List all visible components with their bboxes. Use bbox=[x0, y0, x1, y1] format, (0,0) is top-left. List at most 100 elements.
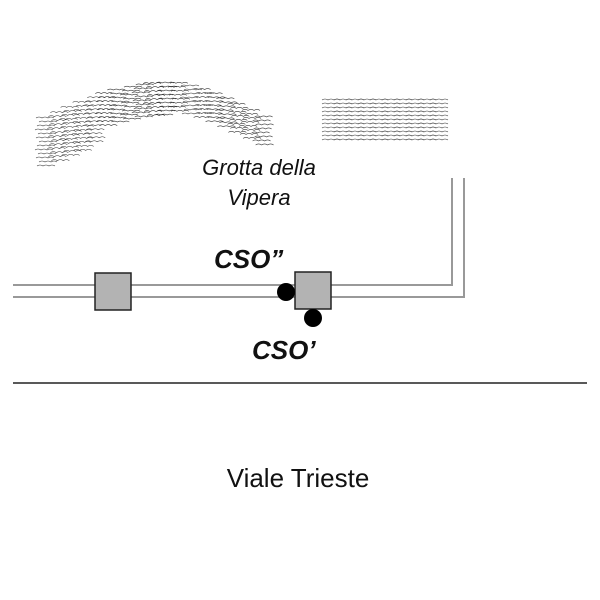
hatch-stroke bbox=[429, 134, 449, 137]
hatch-stroke bbox=[216, 117, 235, 120]
hatch-stroke bbox=[49, 143, 68, 145]
hatch-stroke bbox=[107, 108, 126, 111]
hatch-stroke bbox=[218, 113, 237, 116]
hatch-stroke bbox=[154, 113, 174, 116]
hatch-stroke bbox=[155, 101, 175, 104]
hatch-stroke bbox=[48, 135, 67, 137]
hatch-stroke bbox=[240, 121, 260, 123]
chamber-left bbox=[94, 272, 132, 311]
hatch-stroke bbox=[181, 92, 201, 95]
hatch-stroke bbox=[71, 133, 90, 135]
pipe-lower-line bbox=[13, 178, 465, 298]
hatch-stroke bbox=[206, 108, 225, 111]
hatch-stroke bbox=[50, 151, 69, 153]
hatch-stroke bbox=[83, 104, 102, 107]
hatch-stroke bbox=[429, 114, 449, 117]
cave-label-line1: Grotta della bbox=[202, 155, 316, 180]
hatch-stroke bbox=[144, 98, 164, 100]
hatch-stroke bbox=[121, 89, 141, 92]
hatch-stroke bbox=[63, 130, 82, 132]
hatch-stroke bbox=[63, 110, 82, 112]
hatch-stroke bbox=[230, 107, 249, 109]
hatch-stroke bbox=[429, 110, 449, 113]
hatch-stroke bbox=[217, 125, 236, 128]
hatch-stroke bbox=[51, 119, 70, 121]
hatch-stroke bbox=[204, 112, 223, 115]
hatch-stroke bbox=[72, 101, 91, 103]
hatch-stroke bbox=[95, 92, 114, 94]
hatch-stroke bbox=[429, 126, 449, 129]
hatch-stroke bbox=[99, 104, 118, 106]
hatch-stroke bbox=[98, 96, 117, 98]
hatch-stroke bbox=[111, 120, 130, 123]
pipe bbox=[13, 178, 465, 298]
hatch-stroke bbox=[63, 150, 82, 152]
hatch-stroke bbox=[134, 115, 153, 118]
hatch-stroke bbox=[170, 89, 190, 92]
hatch-stroke bbox=[252, 139, 271, 142]
hatch-stroke bbox=[169, 101, 189, 104]
hatch-stroke bbox=[75, 125, 94, 127]
hatch-stroke bbox=[87, 136, 106, 139]
hatch-stroke bbox=[429, 122, 449, 125]
hatch-stroke bbox=[49, 123, 68, 125]
hatch-stroke bbox=[108, 96, 127, 99]
hatch-stroke bbox=[194, 104, 213, 106]
hatch-stroke bbox=[96, 120, 115, 122]
hatch-stroke bbox=[51, 139, 70, 141]
hatch-stroke bbox=[62, 122, 81, 124]
hatch-stroke bbox=[38, 140, 58, 143]
hatch-stroke bbox=[123, 105, 143, 108]
hatch-stroke bbox=[34, 128, 54, 131]
hatch-stroke bbox=[75, 145, 94, 147]
hatch-stroke bbox=[142, 82, 162, 84]
hatch-stroke bbox=[251, 131, 270, 134]
hatch-stroke bbox=[204, 92, 223, 95]
hatch-stroke bbox=[61, 154, 80, 156]
hatch-stroke bbox=[207, 96, 226, 99]
hatch-stroke bbox=[158, 105, 178, 108]
hatch-stroke bbox=[135, 103, 154, 106]
hatch-stroke bbox=[429, 130, 449, 133]
hatch-stroke bbox=[254, 135, 273, 138]
hatch-stroke bbox=[97, 108, 116, 110]
hatch-stroke bbox=[253, 127, 272, 130]
hatch-stroke bbox=[229, 119, 248, 121]
hatch-stroke bbox=[228, 111, 247, 113]
hatch-stroke bbox=[110, 112, 129, 115]
hatch-stroke bbox=[134, 95, 153, 98]
hatch-stroke bbox=[61, 134, 80, 136]
cso-double-point bbox=[277, 283, 295, 301]
hatch-stroke bbox=[133, 107, 152, 110]
hatch-stroke bbox=[119, 113, 139, 116]
hatch-stroke bbox=[230, 127, 249, 129]
hatch-stroke bbox=[60, 106, 79, 108]
hatch-stroke bbox=[157, 97, 177, 100]
hatch-stroke bbox=[71, 113, 90, 115]
hatch-stroke bbox=[60, 146, 79, 148]
hatch-stroke bbox=[51, 159, 70, 161]
hatch-stroke bbox=[155, 81, 175, 84]
rock-hatching bbox=[34, 81, 449, 167]
hatch-stroke bbox=[193, 96, 212, 98]
hatch-stroke bbox=[85, 140, 104, 143]
hatch-stroke bbox=[242, 137, 262, 139]
hatch-stroke bbox=[131, 91, 150, 94]
hatch-stroke bbox=[121, 109, 141, 112]
hatch-stroke bbox=[108, 116, 127, 119]
hatch-stroke bbox=[255, 143, 274, 146]
hatch-stroke bbox=[192, 108, 211, 110]
hatch-stroke bbox=[429, 102, 449, 105]
hatch-stroke bbox=[167, 85, 187, 88]
hatch-stroke bbox=[429, 106, 449, 109]
hatch-stroke bbox=[37, 152, 57, 155]
hatch-stroke bbox=[215, 109, 234, 112]
hatch-stroke bbox=[195, 112, 214, 114]
hatch-stroke bbox=[168, 93, 188, 96]
hatch-stroke bbox=[195, 92, 214, 94]
hatch-stroke bbox=[227, 123, 246, 125]
hatch-stroke bbox=[122, 97, 142, 100]
cso-single-label: CSO’ bbox=[252, 335, 316, 365]
hatch-stroke bbox=[429, 138, 449, 141]
